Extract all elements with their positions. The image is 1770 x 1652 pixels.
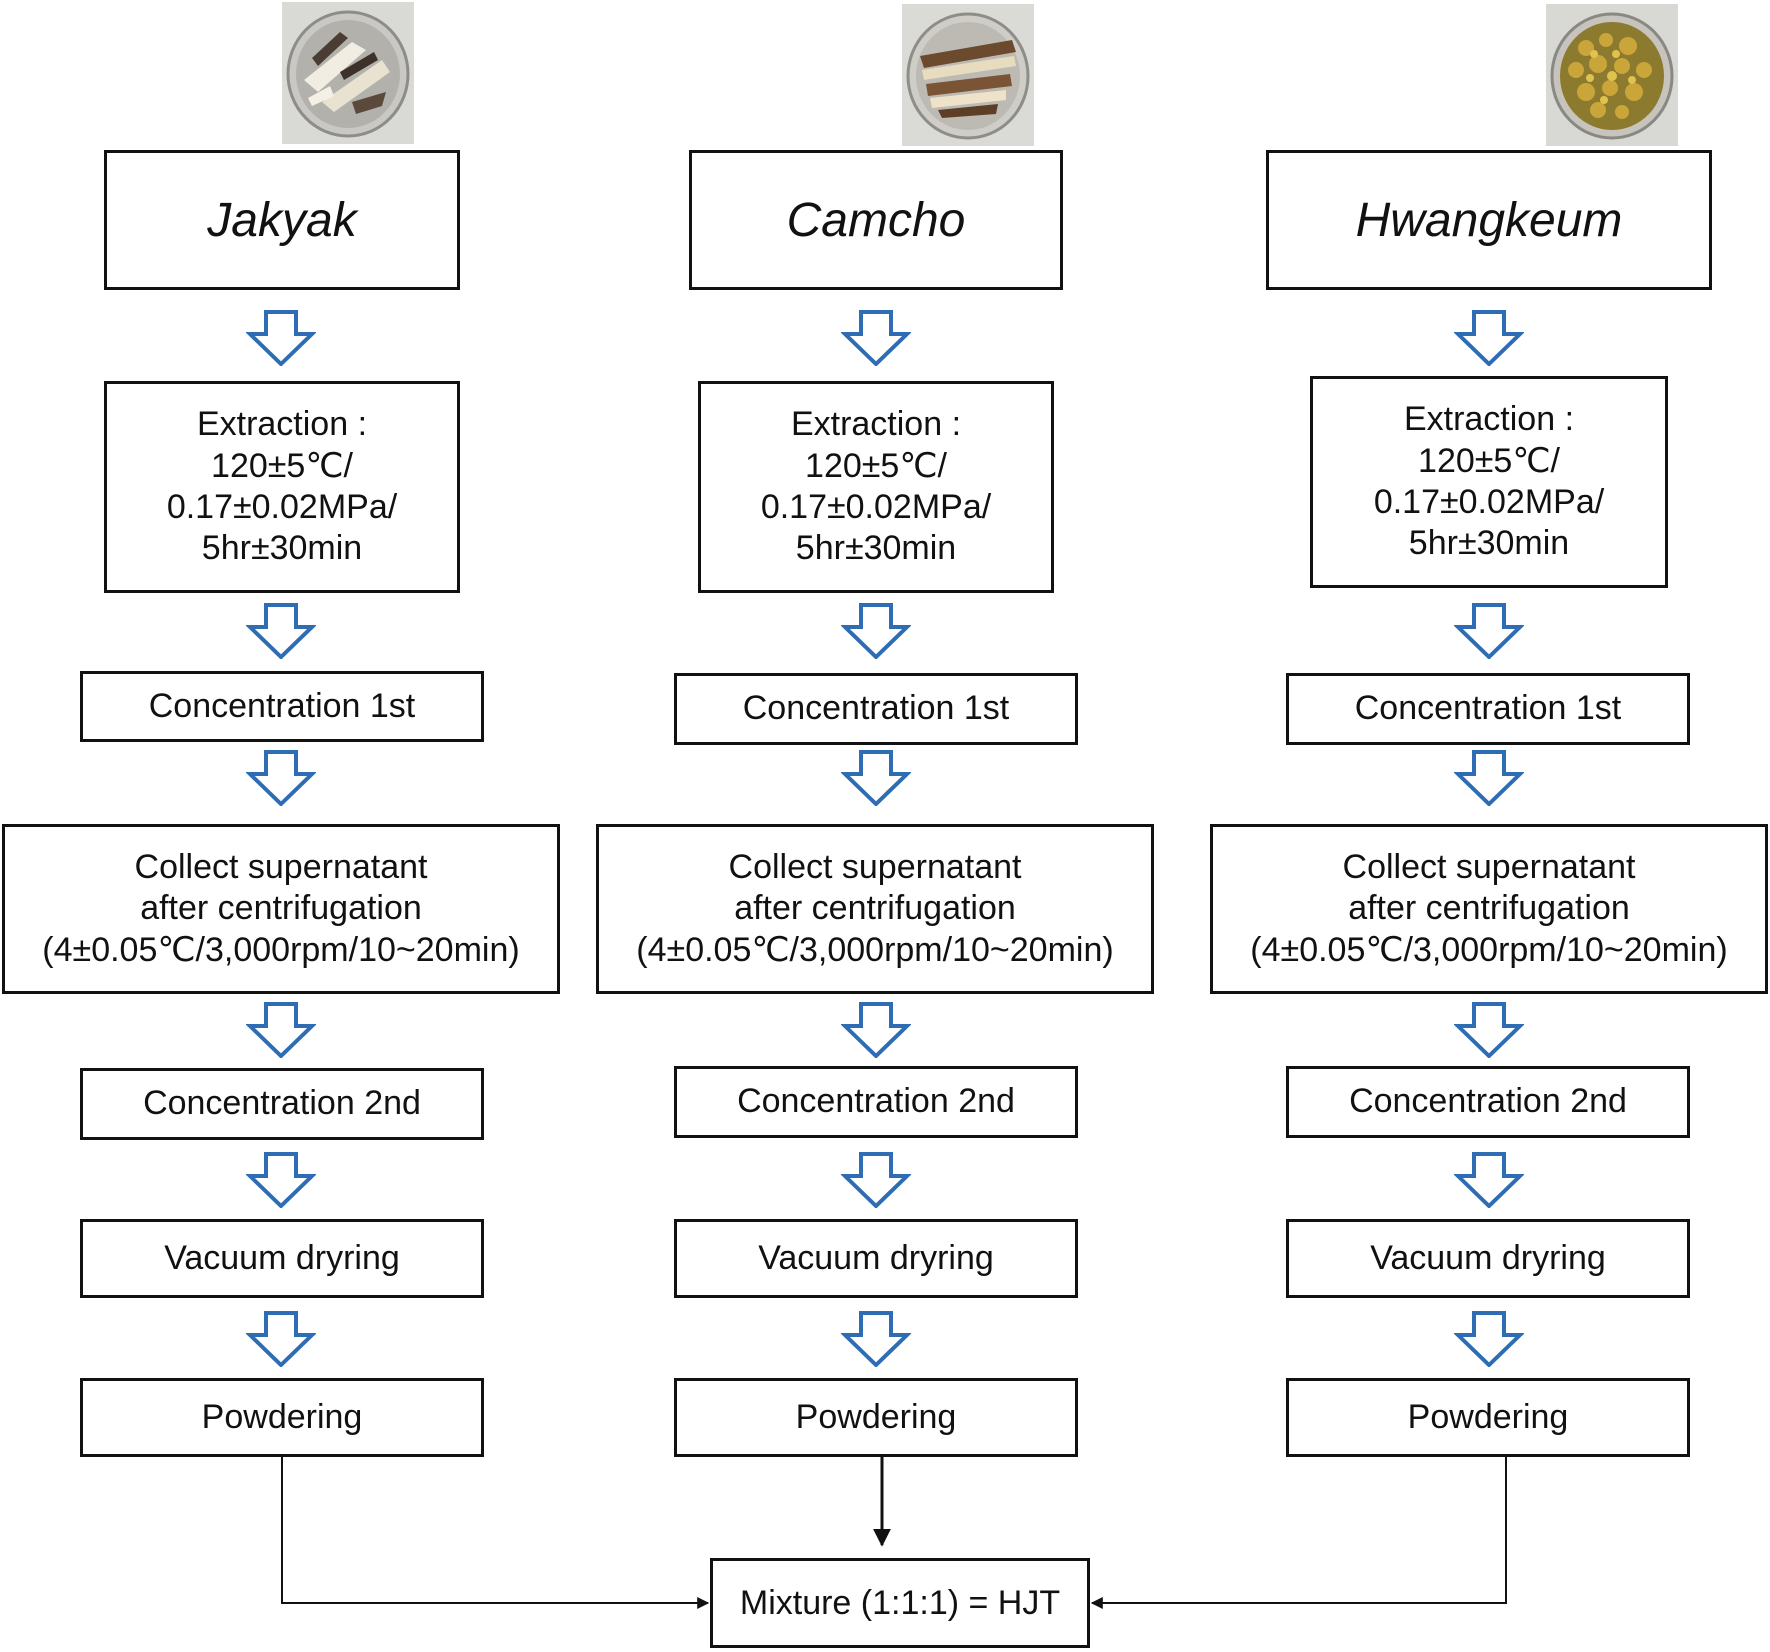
- extraction-pressure: 0.17±0.02MPa/: [1373, 483, 1605, 521]
- extraction-box: Extraction : 120±5℃/ 0.17±0.02MPa/ 5hr±3…: [104, 381, 460, 593]
- down-arrow-icon: [246, 603, 316, 659]
- camcho-photo: [902, 4, 1034, 146]
- jakyak-photo: [282, 2, 414, 144]
- centrifugation-box: Collect supernatant after centrifugation…: [1210, 824, 1768, 994]
- concentration-1st-box: Concentration 1st: [1286, 673, 1690, 745]
- extraction-temperature: 120±5℃/: [211, 446, 353, 485]
- concentration-1st-box: Concentration 1st: [80, 671, 484, 742]
- concentration-2nd-box: Concentration 2nd: [674, 1066, 1078, 1138]
- down-arrow-icon: [1454, 1311, 1524, 1367]
- hwangkeum-photo: [1546, 4, 1678, 146]
- centrifugation-line-1: Collect supernatant: [728, 847, 1022, 886]
- centrifugation-line-2: after centrifugation: [1348, 889, 1630, 928]
- down-arrow-icon: [246, 1311, 316, 1367]
- vacuum-drying-box: Vacuum dryring: [80, 1219, 484, 1298]
- down-arrow-icon: [246, 750, 316, 806]
- concentration-2nd-box: Concentration 2nd: [1286, 1066, 1690, 1138]
- centrifugation-conditions: (4±0.05℃/3,000rpm/10~20min): [1250, 930, 1728, 969]
- vacuum-drying-box: Vacuum dryring: [674, 1219, 1078, 1298]
- extraction-time: 5hr±30min: [201, 529, 363, 568]
- centrifugation-conditions: (4±0.05℃/3,000rpm/10~20min): [636, 930, 1114, 969]
- down-arrow-icon: [841, 1152, 911, 1208]
- down-arrow-icon: [246, 1002, 316, 1058]
- extraction-box: Extraction : 120±5℃/ 0.17±0.02MPa/ 5hr±3…: [1310, 376, 1668, 588]
- herb-title-camcho: Camcho: [689, 150, 1063, 290]
- centrifugation-line-2: after centrifugation: [734, 889, 1016, 928]
- centrifugation-conditions: (4±0.05℃/3,000rpm/10~20min): [42, 930, 520, 969]
- centrifugation-line-1: Collect supernatant: [134, 847, 428, 886]
- concentration-2nd-box: Concentration 2nd: [80, 1068, 484, 1140]
- centrifugation-box: Collect supernatant after centrifugation…: [596, 824, 1154, 994]
- extraction-temperature: 120±5℃/: [1418, 441, 1560, 480]
- down-arrow-icon: [841, 310, 911, 366]
- concentration-1st-box: Concentration 1st: [674, 673, 1078, 745]
- extraction-temperature: 120±5℃/: [805, 446, 947, 485]
- vacuum-drying-box: Vacuum dryring: [1286, 1219, 1690, 1298]
- connector-left: [281, 1457, 710, 1609]
- extraction-pressure: 0.17±0.02MPa/: [760, 488, 992, 526]
- herb-title-hwangkeum: Hwangkeum: [1266, 150, 1712, 290]
- centrifugation-line-2: after centrifugation: [140, 889, 422, 928]
- down-arrow-icon: [841, 1311, 911, 1367]
- down-arrow-icon: [246, 310, 316, 366]
- powdering-box: Powdering: [80, 1378, 484, 1457]
- connector-right: [1090, 1457, 1507, 1609]
- powdering-box: Powdering: [674, 1378, 1078, 1457]
- extraction-time: 5hr±30min: [1408, 524, 1570, 563]
- mixture-box: Mixture (1:1:1) = HJT: [710, 1558, 1090, 1648]
- down-arrow-icon: [1454, 310, 1524, 366]
- down-arrow-icon: [246, 1152, 316, 1208]
- down-arrow-icon: [841, 1002, 911, 1058]
- powdering-box: Powdering: [1286, 1378, 1690, 1457]
- centrifugation-line-1: Collect supernatant: [1342, 847, 1636, 886]
- extraction-label: Extraction :: [790, 405, 962, 444]
- centrifugation-box: Collect supernatant after centrifugation…: [2, 824, 560, 994]
- extraction-pressure: 0.17±0.02MPa/: [166, 488, 398, 526]
- down-arrow-icon: [1454, 603, 1524, 659]
- down-arrow-icon: [1454, 750, 1524, 806]
- extraction-box: Extraction : 120±5℃/ 0.17±0.02MPa/ 5hr±3…: [698, 381, 1054, 593]
- extraction-label: Extraction :: [1403, 400, 1575, 439]
- down-arrow-icon: [841, 750, 911, 806]
- herb-title-jakyak: Jakyak: [104, 150, 460, 290]
- down-arrow-icon: [1454, 1002, 1524, 1058]
- extraction-time: 5hr±30min: [795, 529, 957, 568]
- down-arrow-icon: [1454, 1152, 1524, 1208]
- down-arrow-icon: [841, 603, 911, 659]
- extraction-label: Extraction :: [196, 405, 368, 444]
